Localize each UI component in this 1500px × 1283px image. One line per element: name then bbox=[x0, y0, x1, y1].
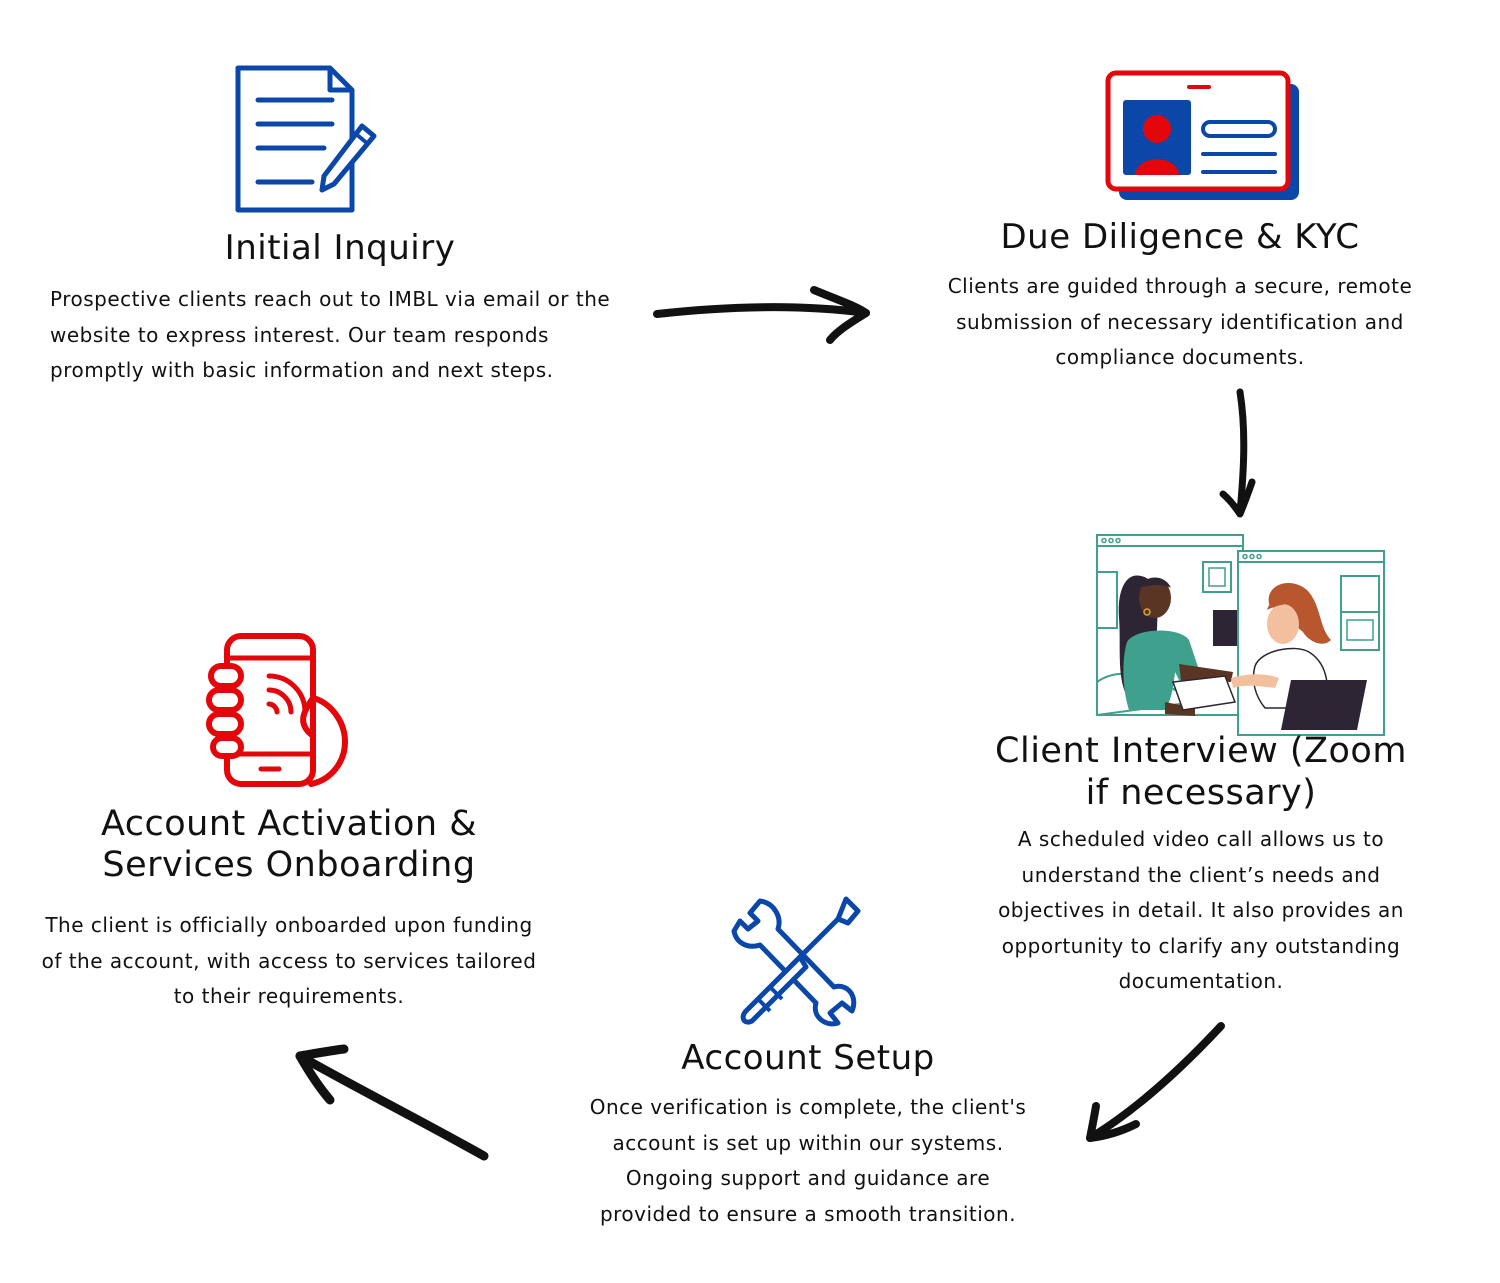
step-description-line: provided to ensure a smooth transition. bbox=[599, 1201, 1017, 1226]
step-account-activation: Account Activation & Services Onboarding… bbox=[28, 804, 550, 1015]
id-card-icon bbox=[1105, 70, 1301, 202]
step-title-line: Account Activation & bbox=[100, 804, 478, 844]
step-description-line: account is set up within our systems. bbox=[612, 1130, 1004, 1155]
wrench-screwdriver-icon bbox=[730, 895, 864, 1027]
step-description-line: promptly with basic information and next… bbox=[50, 358, 554, 382]
step-description-line: Once verification is complete, the clien… bbox=[589, 1095, 1027, 1119]
step-title-line: if necessary) bbox=[1085, 773, 1317, 813]
step-title: Initial Inquiry bbox=[224, 228, 456, 268]
step-description-line: documentation. bbox=[1118, 969, 1284, 993]
hand-phone-icon bbox=[205, 632, 351, 788]
step-due-diligence-kyc: Due Diligence & KYC Clients are guided t… bbox=[930, 215, 1430, 376]
step-description-line: Clients are guided through a secure, rem… bbox=[947, 274, 1413, 298]
video-call-illustration bbox=[1095, 532, 1387, 738]
step-client-interview: Client Interview (Zoom if necessary) A s… bbox=[975, 730, 1427, 1000]
step-description-line: website to express interest. Our team re… bbox=[50, 322, 549, 347]
step-description-line: compliance documents. bbox=[1055, 345, 1305, 369]
step-description-line: Prospective clients reach out to IMBL vi… bbox=[50, 287, 611, 311]
step-description-line: A scheduled video call allows us to bbox=[1017, 827, 1385, 851]
step-description-line: Ongoing support and guidance are bbox=[625, 1166, 991, 1190]
document-pen-icon bbox=[232, 64, 382, 216]
step-description-line: of the account, with access to services … bbox=[41, 948, 537, 973]
step-description-line: opportunity to clarify any outstanding bbox=[1001, 933, 1401, 958]
step-description-line: submission of necessary identification a… bbox=[956, 309, 1404, 334]
step-description-line: The client is officially onboarded upon … bbox=[45, 913, 533, 937]
step-description-line: to their requirements. bbox=[173, 984, 405, 1008]
step-description-line: objectives in detail. It also provides a… bbox=[998, 898, 1404, 922]
step-initial-inquiry: Initial Inquiry Prospective clients reac… bbox=[40, 226, 640, 389]
step-title: Account Setup bbox=[681, 1038, 935, 1078]
step-title-line: Client Interview (Zoom bbox=[995, 731, 1407, 771]
step-title-line: Services Onboarding bbox=[102, 845, 476, 885]
step-description-line: understand the client’s needs and bbox=[1021, 862, 1381, 887]
step-title: Due Diligence & KYC bbox=[1000, 217, 1360, 257]
step-account-setup: Account Setup Once verification is compl… bbox=[540, 1036, 1076, 1232]
